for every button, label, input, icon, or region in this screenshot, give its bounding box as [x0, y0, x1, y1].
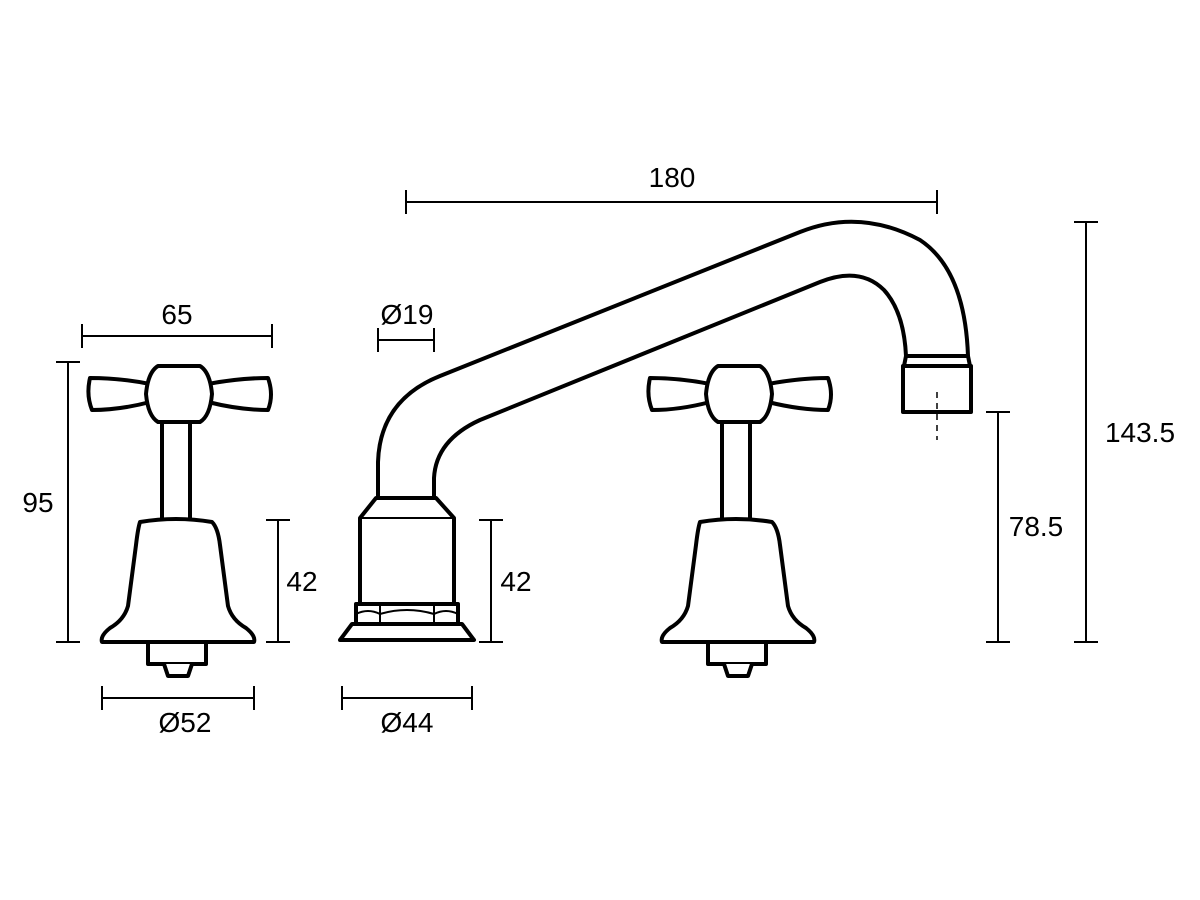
- spout: [338, 219, 973, 642]
- dimension-label-outlet-height: 78.5: [1009, 511, 1064, 542]
- dimension-label-handle-base-diameter: Ø52: [159, 707, 212, 738]
- dimension-spout-body-height: 42: [479, 519, 532, 643]
- left-tap-spindle: [146, 642, 208, 666]
- left-tap-handle-hub: [144, 364, 214, 424]
- right-tap-spindle: [706, 642, 768, 666]
- right-tap-spindle-tip: [722, 662, 754, 678]
- dimension-label-handle-width: 65: [161, 299, 192, 330]
- dimension-handle-base-diameter: Ø52: [101, 686, 255, 738]
- dimension-spout-reach: 180: [405, 162, 938, 214]
- left-tap-spindle-tip: [162, 662, 194, 678]
- right-tap: [646, 364, 833, 678]
- right-tap-stem: [720, 406, 752, 526]
- dimension-handle-width: 65: [81, 299, 273, 348]
- right-tap-body: [659, 517, 817, 644]
- spout-base-flange: [338, 622, 476, 642]
- left-tap: [86, 364, 273, 678]
- left-tap-body: [99, 517, 257, 644]
- dimension-label-spout-tube-diameter: Ø19: [381, 299, 434, 330]
- dimension-label-spout-reach: 180: [649, 162, 696, 193]
- left-tap-stem: [160, 406, 192, 526]
- dimension-outlet-height: 78.5: [986, 411, 1064, 643]
- spout-hex-nut: [354, 602, 460, 626]
- dimension-label-handle-body-height: 42: [286, 566, 317, 597]
- dimension-label-handle-height: 95: [22, 487, 53, 518]
- dimension-handle-body-height: 42: [266, 519, 318, 643]
- left-tap-handle-arms: [86, 376, 152, 412]
- spout-body: [358, 496, 456, 606]
- dimension-label-spout-body-height: 42: [500, 566, 531, 597]
- dimension-spout-tube-diameter: Ø19: [377, 299, 435, 352]
- right-tap-handle-hub: [704, 364, 774, 424]
- dimension-spout-base-diameter: Ø44: [341, 686, 473, 738]
- right-tap-handle-arms: [646, 376, 712, 412]
- dimension-overall-height: 143.5: [1074, 221, 1175, 643]
- dimension-label-spout-base-diameter: Ø44: [381, 707, 434, 738]
- dimension-label-overall-height: 143.5: [1105, 417, 1175, 448]
- dimension-handle-height: 95: [22, 361, 80, 643]
